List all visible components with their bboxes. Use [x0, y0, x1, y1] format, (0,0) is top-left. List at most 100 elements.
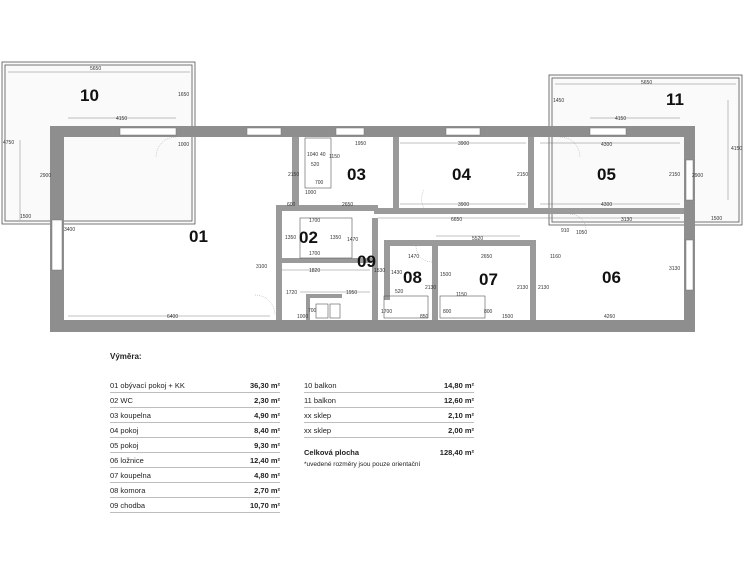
dim-text: 5520 — [472, 236, 483, 242]
dim-text: 1650 — [178, 92, 189, 98]
dim-text: 2130 — [517, 285, 528, 291]
dim-text: 2650 — [481, 254, 492, 260]
dimension-lines — [8, 71, 736, 317]
legend-row-label: 11 balkon — [304, 396, 336, 405]
legend-row-value: 36,30 m² — [249, 381, 280, 390]
dim-text: 4150 — [731, 146, 742, 152]
balcony-11-inner — [551, 77, 740, 223]
dim-text: 1950 — [346, 290, 357, 296]
dim-text: 700 — [315, 180, 324, 186]
dim-text: 520 — [395, 289, 404, 295]
legend-row-value: 2,30 m² — [254, 396, 280, 405]
dim-text: 1700 — [309, 218, 320, 224]
dim-text: 6650 — [451, 217, 462, 223]
legend-row-label: 04 pokoj — [110, 426, 139, 435]
legend-row-label: 06 ložnice — [110, 456, 144, 465]
legend-row-value: 8,40 m² — [254, 426, 280, 435]
room-10-label: 10 — [80, 86, 99, 105]
legend-row-label: 05 pokoj — [110, 441, 139, 450]
room-02-label: 02 — [299, 228, 318, 247]
room-11-label: 11 — [666, 90, 684, 109]
legend-row: xx sklep 2,00 m² — [304, 423, 474, 438]
dim-text: 5650 — [90, 66, 101, 72]
legend-row-value: 14,80 m² — [443, 381, 474, 390]
dim-text: 1040 — [307, 152, 318, 158]
dim-text: 2900 — [692, 173, 703, 179]
dim-text: 2150 — [288, 172, 299, 178]
dim-text: 1700 — [381, 309, 392, 315]
legend-row: 03 koupelna 4,90 m² — [110, 408, 280, 423]
room-08-label: 08 — [403, 268, 422, 287]
total-area-value: 128,40 m² — [439, 448, 474, 457]
room-09-label: 09 — [357, 252, 376, 271]
dim-text: 1470 — [347, 237, 358, 243]
dim-text: 600 — [287, 202, 296, 208]
legend-right-column: 10 balkon 14,80 m² 11 balkon 12,60 m² xx s… — [304, 378, 474, 468]
legend-title: Výměra: — [110, 352, 142, 361]
room-07-label: 07 — [479, 270, 498, 289]
room-05-label: 05 — [597, 165, 616, 184]
room-labels: 10 11 01 03 04 05 02 09 08 07 06 — [80, 86, 684, 289]
dim-text: 4300 — [601, 142, 612, 148]
dim-text: 1000 — [305, 190, 316, 196]
dim-text: 3100 — [256, 264, 267, 270]
dim-text: 1350 — [285, 235, 296, 241]
dim-text: 3400 — [64, 227, 75, 233]
dim-text: 4300 — [601, 202, 612, 208]
dim-text: 1950 — [355, 141, 366, 147]
dim-text: 4750 — [3, 140, 14, 146]
fixtures — [155, 136, 587, 319]
legend-row-value: 4,90 m² — [254, 411, 280, 420]
room-04-label: 04 — [452, 165, 471, 184]
legend-row-value: 12,60 m² — [443, 396, 474, 405]
dim-text: 800 — [484, 309, 493, 315]
legend-row: 11 balkon 12,60 m² — [304, 393, 474, 408]
dim-text: 3900 — [458, 141, 469, 147]
dim-text: 700 — [308, 308, 317, 314]
dim-text: 1050 — [576, 230, 587, 236]
dim-text: 40 — [320, 152, 326, 158]
dimension-texts: 5650 1650 4750 2900 1500 4150 1000 3400 … — [3, 66, 742, 320]
windows — [51, 127, 694, 291]
legend-row: 05 pokoj 9,30 m² — [110, 438, 280, 453]
dim-text: 4150 — [615, 116, 626, 122]
dim-text: 2900 — [40, 173, 51, 179]
legend-row-value: 2,00 m² — [448, 426, 474, 435]
dim-text: 1720 — [286, 290, 297, 296]
legend-row-label: 03 koupelna — [110, 411, 151, 420]
dim-text: 1500 — [20, 214, 31, 220]
dim-text: 1450 — [553, 98, 564, 104]
legend-row-value: 9,30 m² — [254, 441, 280, 450]
disclaimer-note: *uvedené rozměry jsou pouze orientační — [304, 461, 421, 468]
dim-text: 850 — [420, 314, 429, 320]
dim-text: 1820 — [309, 268, 320, 274]
dim-text: 520 — [311, 162, 320, 168]
interior-walls — [276, 137, 684, 320]
legend-row-label: 01 obývací pokoj + KK — [110, 381, 185, 390]
dim-text: 6400 — [167, 314, 178, 320]
dim-text: 3130 — [669, 266, 680, 272]
legend-row-label: 10 balkon — [304, 381, 337, 390]
dim-text: 1500 — [502, 314, 513, 320]
legend-row-value: 4,80 m² — [254, 471, 280, 480]
dim-text: 2150 — [517, 172, 528, 178]
legend-row-label: xx sklep — [304, 426, 332, 435]
dim-text: 1470 — [408, 254, 419, 260]
legend-row-value: 2,70 m² — [254, 486, 280, 495]
dim-text: 1430 — [391, 270, 402, 276]
legend-row-value: 10,70 m² — [249, 501, 280, 510]
dim-text: 2650 — [342, 202, 353, 208]
dim-text: 4150 — [116, 116, 127, 122]
dim-text: 1000 — [297, 314, 308, 320]
dim-text: 1700 — [309, 251, 320, 257]
outer-walls — [50, 126, 695, 332]
dim-text: 1000 — [178, 142, 189, 148]
dim-text: 2150 — [669, 172, 680, 178]
